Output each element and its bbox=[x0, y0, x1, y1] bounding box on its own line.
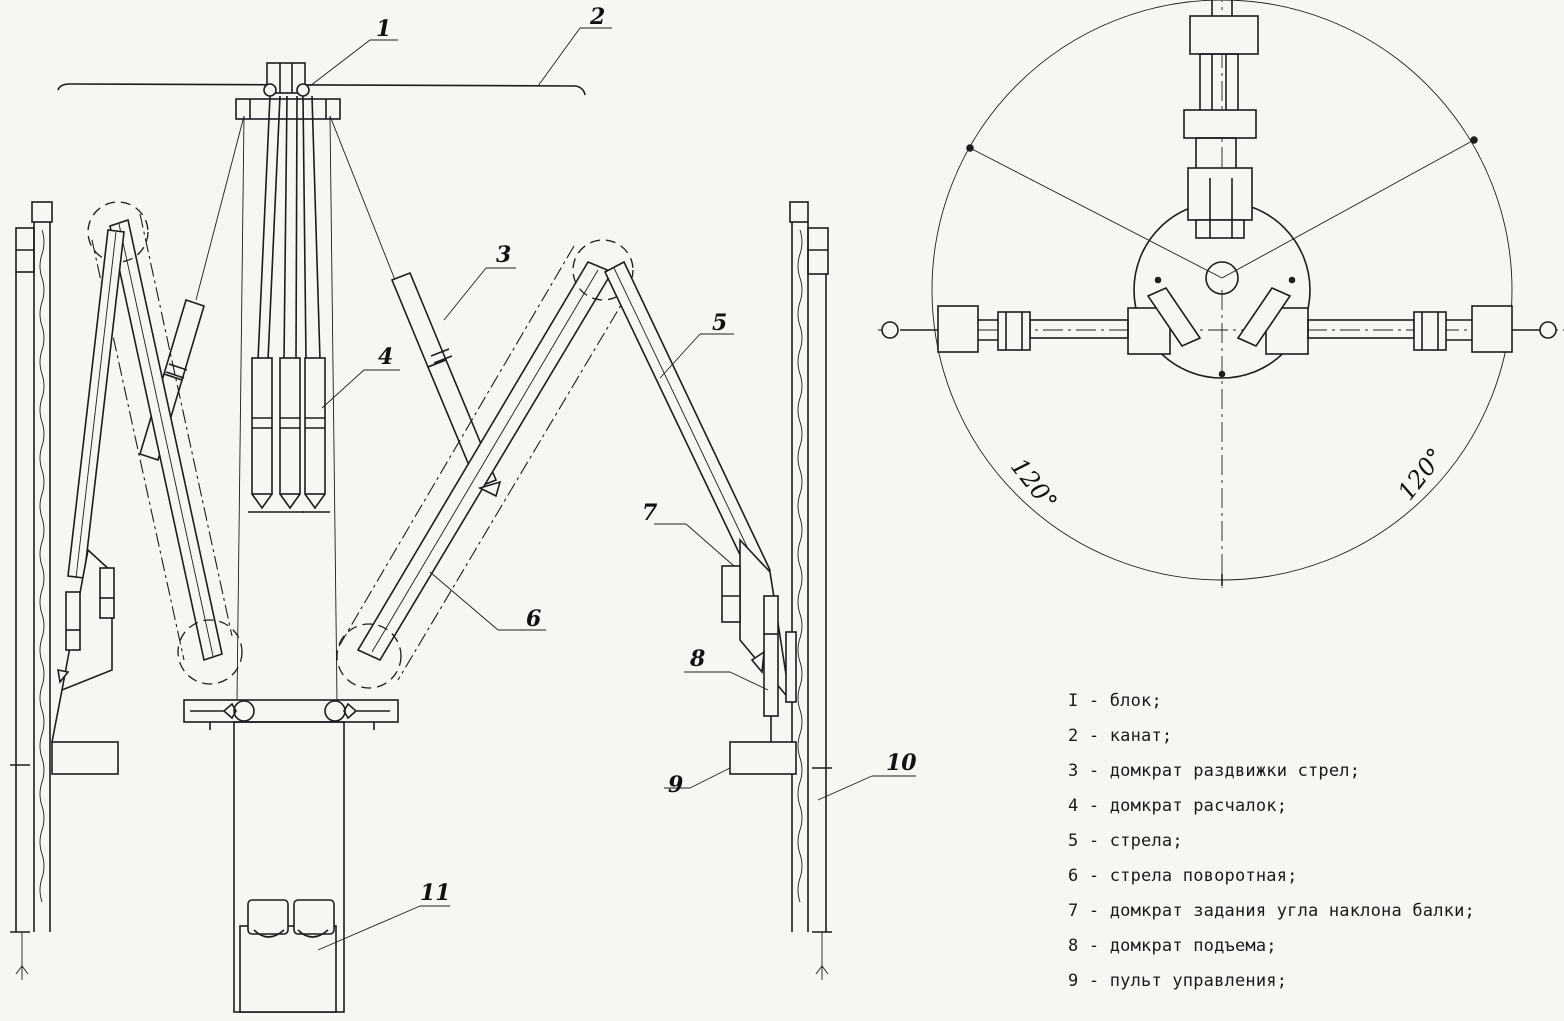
guy-line-left bbox=[236, 115, 245, 701]
legend-item-7: 7 - домкрат задания угла наклона балки; bbox=[1068, 901, 1475, 921]
callout-1: 1 bbox=[376, 16, 391, 42]
legend-item-2: 2 - канат; bbox=[1068, 726, 1173, 746]
top-block bbox=[235, 62, 341, 120]
guy-line-right-outer bbox=[329, 115, 396, 281]
legend-item-5: 5 - стрела; bbox=[1068, 831, 1183, 851]
leader-lines bbox=[309, 27, 916, 951]
callout-7: 7 bbox=[642, 500, 658, 526]
guy-line-right bbox=[329, 115, 338, 701]
carriage-left bbox=[51, 548, 119, 775]
operator-cabin bbox=[239, 899, 337, 1013]
legend-item-9: 9 - пульт управления; bbox=[1068, 971, 1288, 991]
plan-view bbox=[878, 0, 1564, 588]
guy-jacks bbox=[248, 357, 330, 513]
legend-item-6: 6 - стрела поворотная; bbox=[1068, 866, 1298, 886]
legend-item-1: I - блок; bbox=[1068, 691, 1162, 711]
central-mast bbox=[257, 95, 321, 361]
callout-4: 4 bbox=[378, 344, 393, 370]
legend-item-4: 4 - домкрат расчалок; bbox=[1068, 796, 1288, 816]
callout-6: 6 bbox=[526, 606, 541, 632]
rotating-boom-left bbox=[87, 201, 243, 685]
angle-label-left: 120° bbox=[1005, 453, 1063, 516]
rope bbox=[57, 83, 586, 96]
callout-8: 8 bbox=[689, 646, 705, 672]
legend-item-8: 8 - домкрат подъема; bbox=[1068, 936, 1277, 956]
callout-5: 5 bbox=[712, 310, 727, 336]
legend-item-3: 3 - домкрат раздвижки стрел; bbox=[1068, 761, 1361, 781]
angle-label-right: 120° bbox=[1392, 443, 1450, 506]
guy-line-left-outer bbox=[195, 115, 245, 301]
column-right bbox=[789, 201, 832, 980]
callout-11: 11 bbox=[420, 880, 451, 906]
carriage-right bbox=[721, 537, 797, 775]
callout-3: 3 bbox=[496, 242, 511, 268]
callout-2: 2 bbox=[589, 4, 605, 30]
callout-10: 10 bbox=[886, 750, 917, 776]
callout-9: 9 bbox=[668, 772, 683, 798]
legend-list: I - блок; 2 - канат; 3 - домкрат раздвиж… bbox=[1068, 684, 1558, 999]
boom-right bbox=[603, 260, 772, 582]
rotating-boom-right bbox=[336, 239, 634, 689]
boom-left bbox=[67, 229, 125, 579]
column-left bbox=[10, 201, 53, 980]
